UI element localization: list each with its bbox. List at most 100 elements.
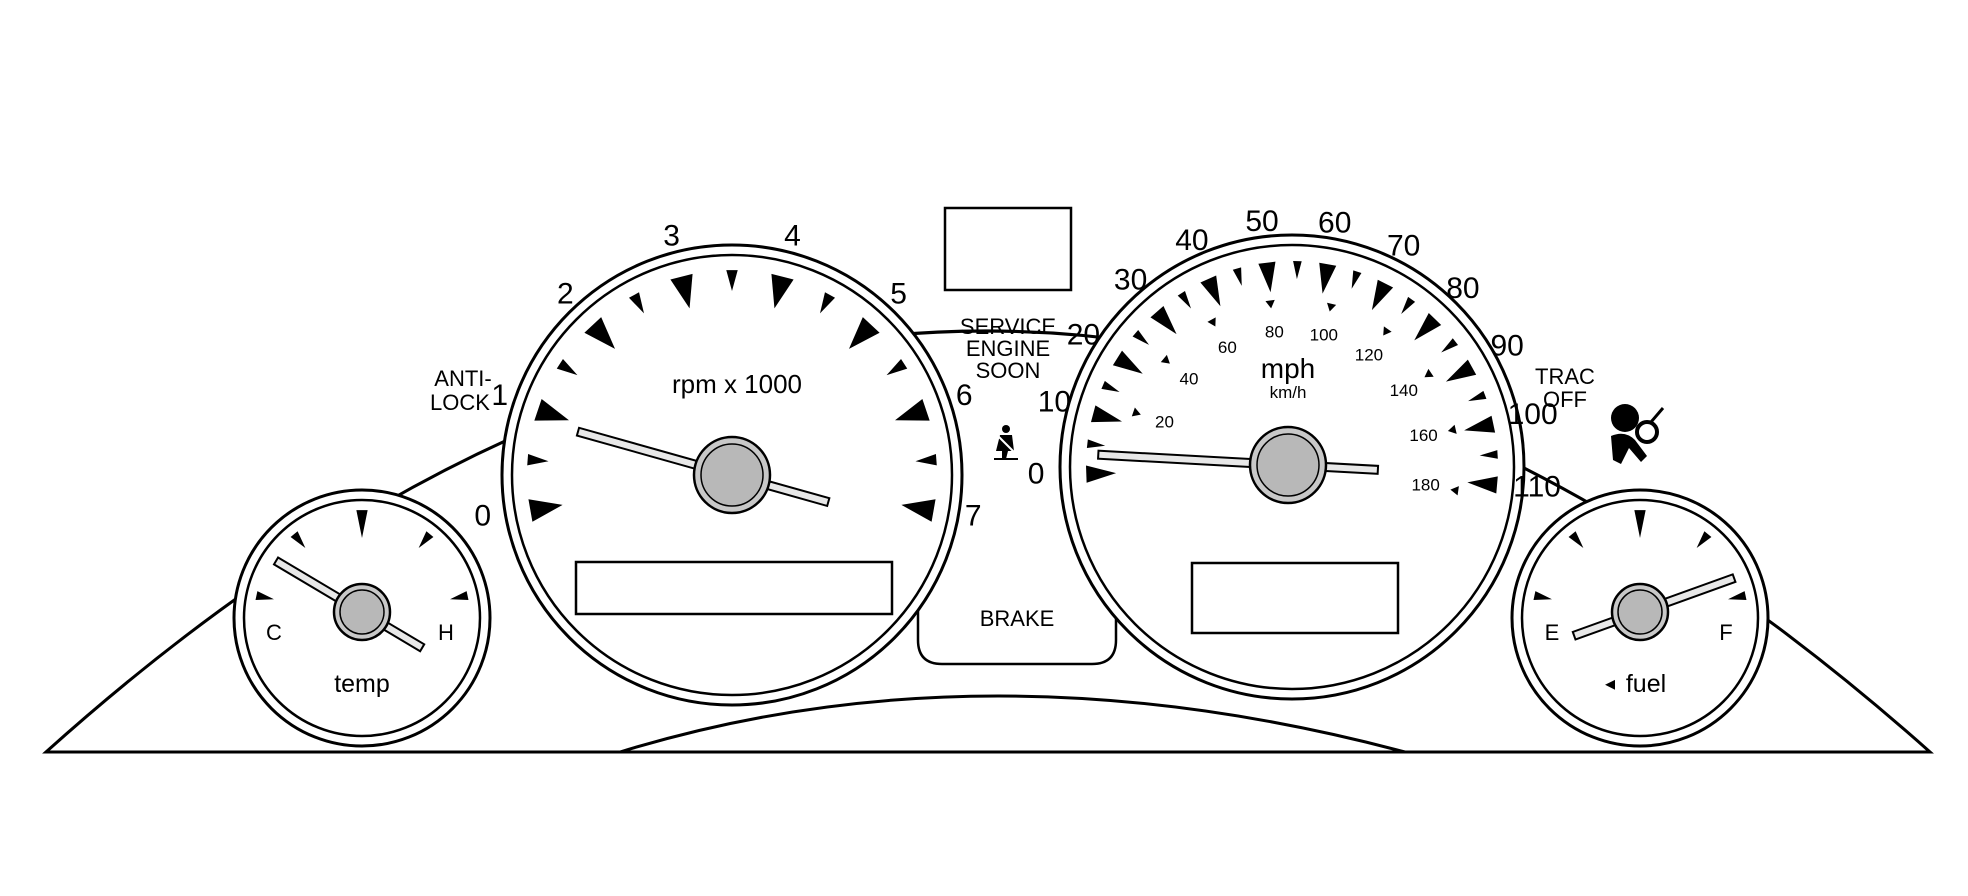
speedo-mph-label: 20: [1067, 319, 1100, 352]
tach-major-tick: [670, 273, 693, 309]
tach-major-tick: [771, 273, 794, 309]
speedo-kmh-label: 140: [1390, 381, 1418, 400]
speedo-major-tick: [1258, 261, 1276, 293]
tach-tick-label: 3: [663, 219, 680, 252]
temp-high-label: H: [438, 620, 454, 645]
speedo-subtitle: km/h: [1270, 383, 1307, 402]
speedo-mph-label: 70: [1387, 230, 1420, 263]
speedo-minor-tick: [1086, 439, 1106, 448]
speedo-minor-tick: [1293, 261, 1302, 280]
tach-major-tick: [848, 317, 880, 349]
tach-minor-tick: [726, 270, 738, 291]
speedo-minor-tick: [1441, 338, 1459, 353]
service-engine-soon-line2: ENGINE: [966, 336, 1050, 361]
fuel-gauge: E F ◂ fuel: [1510, 488, 1770, 748]
tach-minor-tick: [527, 453, 549, 466]
tach-major-tick: [901, 499, 936, 522]
speedo-minor-tick: [1401, 296, 1416, 314]
tach-tick-label: 4: [784, 219, 801, 252]
speedo-minor-tick: [1351, 270, 1362, 289]
temp-low-label: C: [266, 620, 282, 645]
speedo-major-tick: [1319, 262, 1337, 294]
speedo-mph-label: 100: [1508, 398, 1558, 431]
speedo-mph-label: 30: [1114, 263, 1147, 296]
fuel-tick: [1568, 531, 1584, 549]
fuel-tick: [1696, 531, 1712, 549]
speedo-kmh-label: 180: [1411, 476, 1439, 495]
service-engine-soon-line1: SERVICE: [960, 314, 1056, 339]
speedo-major-tick: [1112, 350, 1143, 374]
temp-tick: [356, 510, 368, 538]
odometer-display: [574, 560, 894, 616]
speedo-major-tick: [1467, 476, 1498, 494]
speedo-kmh-tick: [1327, 302, 1337, 312]
speedo-minor-tick: [1132, 329, 1150, 345]
trac-off-line2: OFF: [1543, 387, 1587, 412]
speedo-kmh-label: 60: [1218, 338, 1237, 357]
fuel-full-label: F: [1719, 620, 1732, 645]
fuel-empty-label: E: [1545, 620, 1560, 645]
tach-minor-tick: [819, 292, 836, 314]
speedo-major-tick: [1090, 405, 1122, 423]
speedo-mph-label: 50: [1245, 205, 1278, 238]
speedo-kmh-label: 100: [1310, 325, 1338, 344]
fuel-tick: [1728, 591, 1747, 600]
tach-minor-tick: [628, 292, 645, 314]
tach-tick-label: 0: [474, 499, 491, 532]
speedo-minor-tick: [1232, 267, 1242, 286]
speedo-kmh-tick: [1265, 299, 1275, 309]
temp-tick: [255, 591, 274, 600]
speedo-kmh-tick: [1447, 424, 1457, 434]
temp-hub-cap: [339, 589, 385, 635]
tach-major-tick: [895, 398, 930, 421]
tach-tick-label: 2: [557, 277, 574, 310]
anti-lock-line1: ANTI-: [434, 366, 491, 391]
speedo-kmh-tick: [1131, 407, 1141, 417]
speedo-mph-label: 40: [1175, 224, 1208, 257]
speedo-minor-tick: [1177, 290, 1191, 309]
speedo-major-tick: [1086, 465, 1117, 483]
tach-minor-tick: [915, 453, 937, 466]
speedo-kmh-label: 120: [1355, 346, 1383, 365]
temp-tick: [450, 591, 469, 600]
speedo-major-tick: [1150, 306, 1177, 335]
speedo-mph-label: 90: [1490, 330, 1523, 363]
temp-tick: [418, 531, 434, 549]
temp-gauge: C H temp: [232, 488, 492, 748]
temp-title: temp: [334, 670, 390, 698]
airbag-icon: [1611, 404, 1665, 464]
speedo-mph-label: 60: [1318, 207, 1351, 240]
speedo-major-tick: [1414, 312, 1442, 341]
tach-tick-label: 5: [890, 277, 907, 310]
fuel-title: fuel: [1626, 670, 1666, 698]
speedo-kmh-label: 40: [1180, 369, 1199, 388]
trip-display: [1190, 561, 1400, 635]
speedo-kmh-tick: [1207, 317, 1216, 327]
tach-minor-tick: [886, 359, 908, 376]
speedo-kmh-tick: [1450, 486, 1459, 496]
speedo-major-tick: [1371, 279, 1394, 311]
speedo-mph-label: 0: [1028, 458, 1045, 491]
service-engine-soon-line3: SOON: [976, 358, 1041, 383]
fuel-tick: [1533, 591, 1552, 600]
speedo-minor-tick: [1101, 380, 1120, 393]
speedo-title: mph: [1261, 353, 1315, 384]
brake-light: BRAKE: [980, 606, 1055, 631]
tach-tick-label: 7: [965, 499, 982, 532]
tach-title: rpm x 1000: [672, 369, 802, 399]
tach-major-tick: [534, 398, 569, 421]
speedo-mph-label: 10: [1038, 385, 1071, 418]
speedo-kmh-label: 160: [1409, 426, 1437, 445]
speedo-kmh-label: 80: [1265, 323, 1284, 342]
tach-major-tick: [528, 499, 563, 522]
message-window: [943, 206, 1073, 292]
tach-major-tick: [584, 317, 616, 349]
speedo-kmh-label: 20: [1155, 412, 1174, 431]
speedo-kmh-tick: [1383, 326, 1392, 336]
temp-tick: [290, 531, 306, 549]
fuel-hub-cap: [1617, 589, 1663, 635]
speedo-minor-tick: [1468, 390, 1487, 402]
